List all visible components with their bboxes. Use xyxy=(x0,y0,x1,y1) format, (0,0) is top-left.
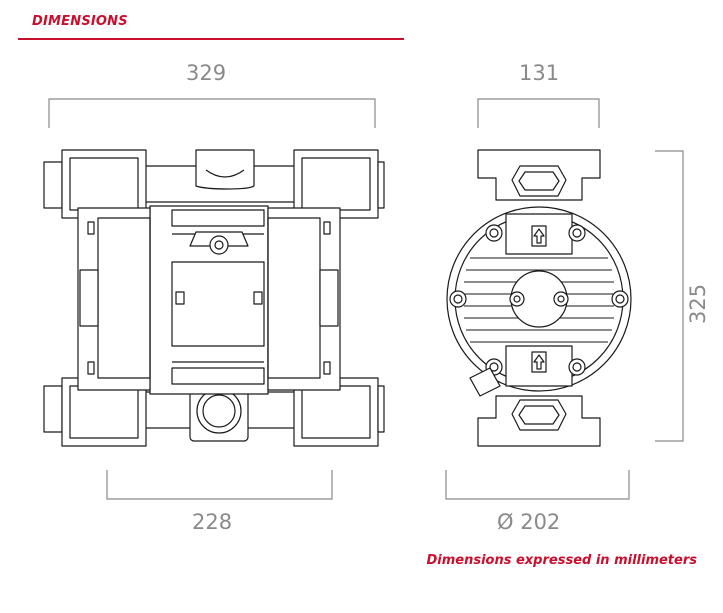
dimension-line-front-base xyxy=(106,470,333,500)
pump-side-view xyxy=(446,149,632,447)
front-width-label: 329 xyxy=(186,61,227,85)
side-width-label: 131 xyxy=(519,61,560,85)
height-label: 325 xyxy=(686,283,710,324)
units-footnote: Dimensions expressed in millimeters xyxy=(426,553,697,568)
dimension-line-side-width xyxy=(477,98,600,128)
dimension-line-height xyxy=(655,150,684,442)
side-diameter-label: Ø 202 xyxy=(497,510,561,534)
dimension-line-side-diameter xyxy=(445,470,630,500)
section-title: DIMENSIONS xyxy=(32,14,128,29)
pump-front-view xyxy=(43,149,385,447)
section-title-underline xyxy=(18,38,404,40)
dimension-line-front-width xyxy=(48,98,376,128)
front-base-width-label: 228 xyxy=(192,510,233,534)
